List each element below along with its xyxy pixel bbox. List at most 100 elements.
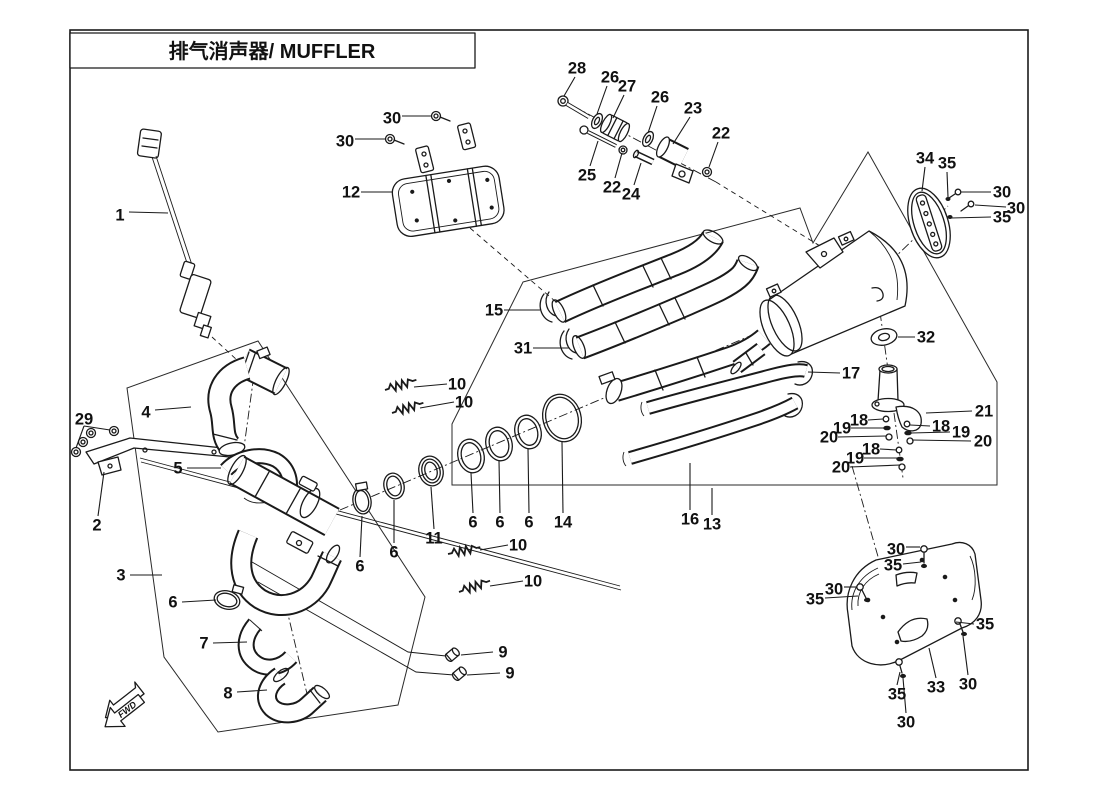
leader-line [837,435,887,438]
part-6-clamp-left [213,584,245,610]
part-28-bolt [557,95,591,119]
part-label-35: 35 [884,556,902,574]
leader-line [561,441,564,514]
leader-line [498,460,501,514]
leader-line [527,448,530,514]
part-29-nuts [70,425,120,458]
leader-line [236,689,268,693]
part-label-25: 25 [578,166,596,184]
part-label-19: 19 [833,419,851,437]
part-15-front-pipe-upper [539,229,724,323]
leader-line [612,94,625,119]
part-24-spacer [632,149,655,166]
leader-line [460,651,494,656]
leader-line [589,140,599,167]
leader-line [902,677,907,714]
leader-line [902,561,922,565]
part-label-30: 30 [383,109,401,127]
leader-line [359,515,363,558]
leader-line [824,595,859,599]
leader-line [75,425,85,449]
part-21-tail-pipe [871,364,922,432]
part-label-6: 6 [355,557,364,575]
part-10-springs [384,377,491,595]
part-label-35: 35 [993,208,1011,226]
part-label-19: 19 [846,449,864,467]
part-26-washer-a [590,112,604,130]
part-13-center-pipe [598,329,771,405]
leader-line [910,431,951,434]
part-3-header-assembly [227,454,342,617]
part-label-2: 2 [92,516,101,534]
part-label-22: 22 [603,178,621,196]
boundary-center-group [451,151,998,486]
part-label-30: 30 [825,580,843,598]
leader-line [807,371,841,374]
part-30-35-screws-shield33 [856,545,967,679]
part-label-21: 21 [975,402,993,420]
part-label-30: 30 [959,675,977,693]
part-label-32: 32 [917,328,935,346]
part-label-18: 18 [862,440,880,458]
part-9-nuts [444,647,467,682]
part-label-10: 10 [448,375,466,393]
part-label-33: 33 [927,678,945,696]
part-label-7: 7 [199,634,208,652]
part-label-6: 6 [168,593,177,611]
leader-line [489,580,524,587]
part-label-35: 35 [938,154,956,172]
part-label-30: 30 [1007,199,1025,217]
part-label-18: 18 [932,417,950,435]
part-4-front-elbow-pipe [207,346,290,457]
part-label-30: 30 [897,713,915,731]
leader-line [83,425,111,431]
leader-line [633,162,642,186]
part-label-24: 24 [622,185,641,203]
leader-line [896,671,901,686]
leader-line [962,635,969,676]
part-label-13: 13 [703,515,721,533]
part-label-10: 10 [524,572,542,590]
leader-line [708,141,719,168]
hanger-assembly [557,95,713,184]
part-32-washer [870,328,898,346]
leader-line [672,116,691,145]
part-label-35: 35 [888,685,906,703]
leader-line [955,621,975,625]
part-6-gaskets [457,414,542,474]
part-label-5: 5 [173,459,182,477]
part-label-9: 9 [505,664,514,682]
leader-line [479,544,509,551]
page-title: 排气消声器/ MUFFLER [169,39,376,63]
part-label-27: 27 [618,77,636,95]
part-label-31: 31 [514,339,532,357]
leader-line [647,105,658,134]
part-label-20: 20 [820,428,838,446]
part-23-bracket [655,136,694,184]
leader-line [946,171,949,198]
part-label-28: 28 [568,59,586,77]
part-25-bolt [579,125,617,148]
part-31-front-pipe-lower [559,254,760,360]
part-26-washer-b [641,130,655,148]
part-label-22: 22 [712,124,730,142]
leader-line [925,410,973,414]
part-label-12: 12 [342,183,360,201]
part-label-17: 17 [842,364,860,382]
part-label-6: 6 [468,513,477,531]
part-1-oxygen-sensor [136,128,212,339]
part-7-shield [237,618,298,676]
part-label-30: 30 [993,183,1011,201]
part-label-34: 34 [916,149,935,167]
part-label-10: 10 [509,536,527,554]
leader-line [596,85,608,115]
leader-line [128,211,169,214]
leader-line [911,439,972,442]
part-label-15: 15 [485,301,503,319]
part-label-18: 18 [850,411,868,429]
part-22-nut-b [701,166,713,178]
callout-leaders [75,76,1007,714]
part-label-10: 10 [455,393,473,411]
